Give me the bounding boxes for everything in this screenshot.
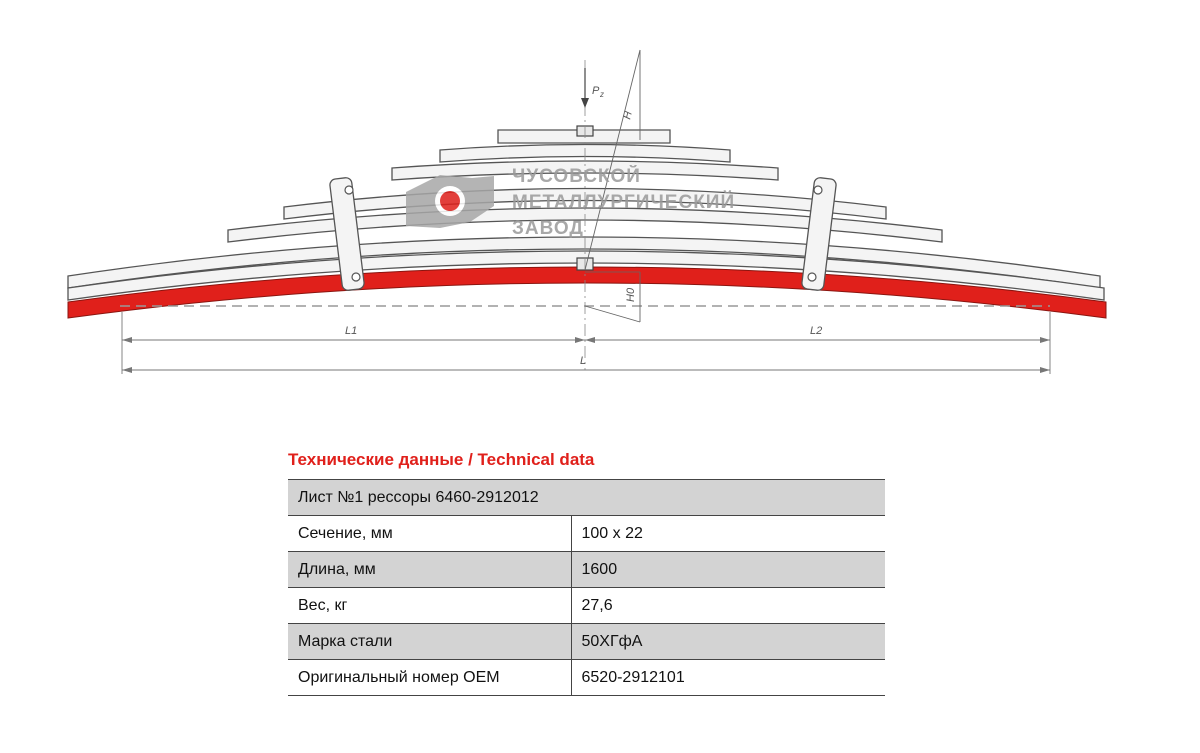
left-clamp-bolt bbox=[351, 272, 361, 282]
logo-line-1: ЧУСОВСКОЙ bbox=[512, 165, 641, 187]
leaf-spring-drawing: P z H H0 L1 L2 L ЧУСОВСКОЙ МЕТАЛЛУРГИЧЕС… bbox=[67, 49, 1107, 374]
spec-value: 50ХГфА bbox=[571, 623, 885, 660]
company-logo: ЧУСОВСКОЙ МЕТАЛЛУРГИЧЕСКИЙ ЗАВОД bbox=[406, 165, 735, 239]
spec-table-header: Лист №1 рессоры 6460-2912012 bbox=[288, 479, 885, 516]
height-label: H bbox=[621, 110, 635, 121]
spec-label: Оригинальный номер OEM bbox=[288, 659, 572, 696]
logo-line-3: ЗАВОД bbox=[512, 218, 584, 239]
force-label-sub: z bbox=[599, 90, 604, 99]
force-label: P bbox=[592, 85, 600, 97]
spec-row-section: Сечение, мм 100 x 22 bbox=[288, 515, 885, 552]
spec-row-steel-grade: Марка стали 50ХГфА bbox=[288, 623, 885, 660]
spec-label: Сечение, мм bbox=[288, 515, 572, 552]
left-clamp-bolt bbox=[344, 185, 354, 195]
spec-table: Лист №1 рессоры 6460-2912012 Сечение, мм… bbox=[288, 479, 885, 696]
right-clamp bbox=[801, 177, 837, 291]
spring-leaf-7 bbox=[67, 250, 1105, 301]
l-label: L bbox=[580, 355, 586, 367]
spec-value: 6520-2912101 bbox=[571, 659, 885, 696]
tech-data-title: Технические данные / Technical data bbox=[288, 450, 595, 469]
l1-label: L1 bbox=[345, 325, 357, 337]
spec-label: Длина, мм bbox=[288, 551, 572, 588]
spec-value: 27,6 bbox=[571, 587, 885, 624]
spec-table-header-row: Лист №1 рессоры 6460-2912012 bbox=[288, 479, 885, 516]
spec-label: Вес, кг bbox=[288, 587, 572, 624]
left-clamp bbox=[329, 177, 365, 291]
spec-row-weight: Вес, кг 27,6 bbox=[288, 587, 885, 624]
main-spring-leaf bbox=[67, 266, 1107, 319]
right-clamp-bolt bbox=[813, 185, 823, 195]
spec-value: 1600 bbox=[571, 551, 885, 588]
height0-label: H0 bbox=[625, 287, 637, 302]
spec-label: Марка стали bbox=[288, 623, 572, 660]
right-clamp-bolt bbox=[807, 272, 817, 282]
spec-value: 100 x 22 bbox=[571, 515, 885, 552]
l2-label: L2 bbox=[810, 325, 822, 337]
logo-line-2: МЕТАЛЛУРГИЧЕСКИЙ bbox=[512, 191, 735, 213]
spec-row-length: Длина, мм 1600 bbox=[288, 551, 885, 588]
spec-row-oem-number: Оригинальный номер OEM 6520-2912101 bbox=[288, 659, 885, 696]
